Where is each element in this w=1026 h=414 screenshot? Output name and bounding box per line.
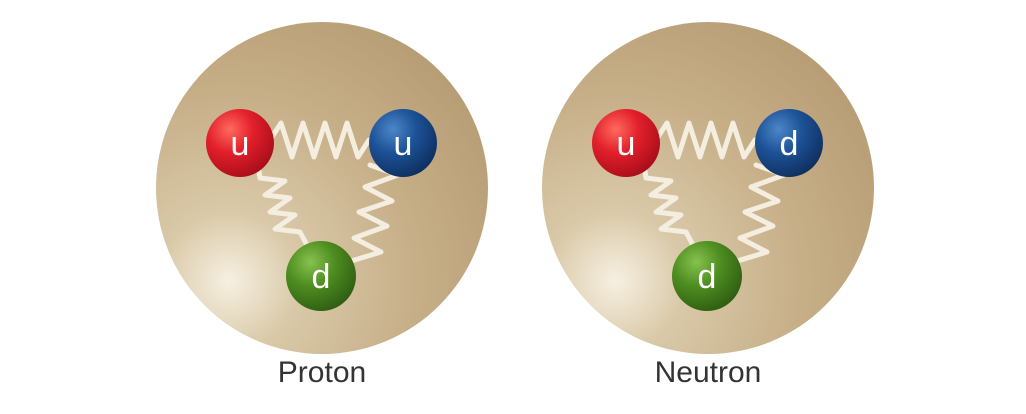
neutron-caption: Neutron (654, 356, 762, 389)
quark-sphere (206, 109, 274, 177)
neutron-diagram: u d d (542, 22, 874, 354)
quark: d (672, 241, 742, 311)
proton-caption: Proton (277, 356, 367, 389)
proton-sphere (156, 22, 488, 354)
neutron-gluon-springs (641, 120, 787, 265)
quark: u (206, 109, 274, 177)
quark-label: d (780, 125, 799, 163)
quark-sphere (592, 109, 660, 177)
quark-sphere (672, 241, 742, 311)
quark-sphere (755, 109, 823, 177)
quark-label: d (312, 258, 331, 296)
quark-sphere (369, 109, 437, 177)
quark-label: d (698, 258, 717, 296)
proton-diagram: u u d (156, 22, 488, 354)
quark: d (755, 109, 823, 177)
quark: d (286, 241, 356, 311)
gluon-spring (255, 162, 311, 250)
gluon-spring (267, 120, 372, 160)
gluon-spring (330, 162, 401, 265)
gluon-spring (641, 162, 697, 250)
quark: u (369, 109, 437, 177)
gluon-spring (716, 162, 787, 265)
quark-label: u (617, 125, 636, 163)
proton-gluon-springs (255, 120, 401, 265)
gluon-spring (653, 120, 758, 160)
quark-label: u (231, 125, 250, 163)
neutron-sphere (542, 22, 874, 354)
quark-label: u (394, 125, 413, 163)
quark-sphere (286, 241, 356, 311)
quark: u (592, 109, 660, 177)
